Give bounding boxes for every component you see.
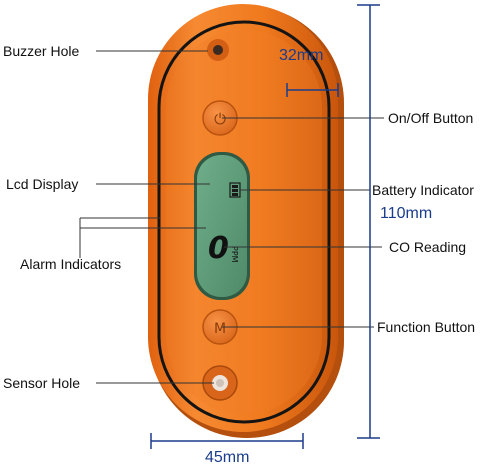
function-m-icon: M: [214, 321, 226, 337]
dimension-lines: [150, 4, 380, 449]
leader-lines-left: [79, 50, 214, 384]
label-buzzer-hole: Buzzer Hole: [3, 43, 80, 59]
lcd-unit: PPM: [230, 246, 239, 263]
label-on-off-button: On/Off Button: [388, 110, 474, 126]
dimension-height-label: 110mm: [380, 205, 433, 222]
label-alarm-indicators: Alarm Indicators: [20, 256, 122, 272]
label-function-button: Function Button: [377, 319, 476, 335]
power-icon: ⏻: [214, 110, 226, 128]
label-battery-indicator: Battery Indicator: [372, 182, 474, 198]
lcd-display: 0 PPM: [194, 152, 250, 300]
dimension-width-label: 32mm: [279, 47, 324, 64]
dimension-length-label: 45mm: [205, 449, 250, 466]
buzzer-hole: [207, 39, 229, 61]
leader-lines-right: [222, 117, 384, 328]
label-co-reading: CO Reading: [389, 239, 467, 255]
label-sensor-hole: Sensor Hole: [3, 375, 81, 391]
co-reading-digit: 0: [208, 231, 229, 266]
label-lcd-display: Lcd Display: [6, 176, 79, 192]
